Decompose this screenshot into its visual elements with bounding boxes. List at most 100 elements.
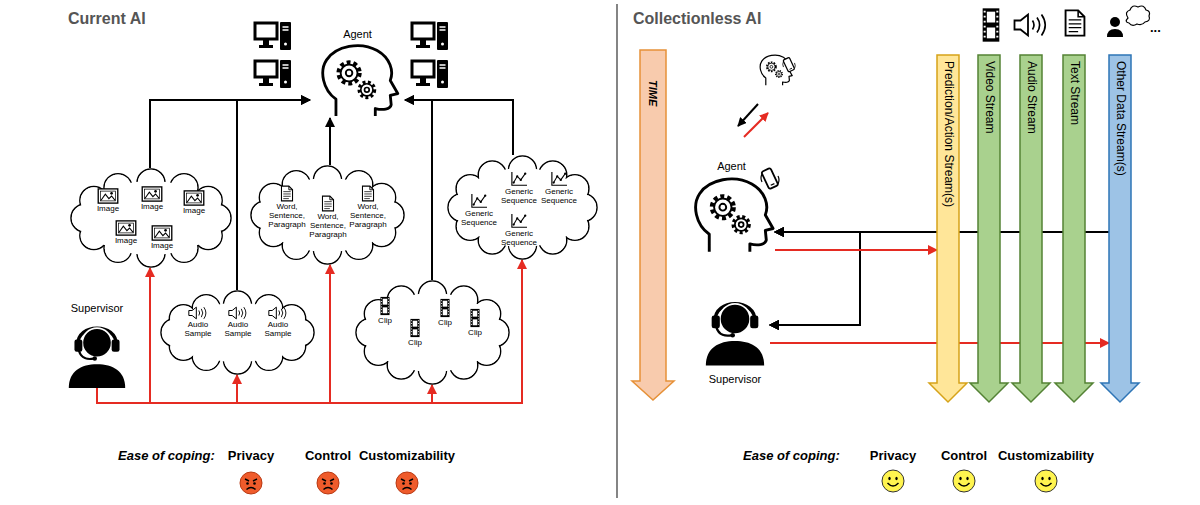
- computer-icon: [255, 60, 291, 88]
- data-sample-label: Word, Sentence, Paragraph: [306, 213, 350, 239]
- graphic-part: [83, 181, 219, 255]
- data-sample-label: Image: [132, 203, 172, 212]
- data-sample-label: Audio Sample: [218, 321, 258, 339]
- data-sample-label: Image: [88, 205, 128, 214]
- graphic-part: [368, 293, 497, 372]
- computer-icon: [412, 60, 448, 88]
- data-sample-icon: [470, 309, 479, 327]
- data-sample-icon: [116, 221, 136, 235]
- stream-arrow: Audio Stream: [1020, 55, 1042, 402]
- cloud-outline: [71, 169, 231, 267]
- stream-arrow-shape: [929, 55, 967, 402]
- video-icon: [983, 8, 1000, 41]
- supervisor-icon: [700, 290, 770, 369]
- criterion-label: Control: [305, 448, 351, 463]
- stream-arrow: Text Stream: [1063, 55, 1085, 402]
- data-sample-label: Audio Sample: [178, 321, 218, 339]
- agent-label: Agent: [343, 28, 372, 40]
- data-sample-label: Generic Sequence: [498, 188, 540, 206]
- computer-icon: [412, 22, 448, 50]
- agent-head-icon: [688, 175, 775, 255]
- stream-label: Text Stream: [1067, 61, 1080, 125]
- time-arrow: TIME: [640, 50, 666, 400]
- phone-icon: [761, 168, 779, 189]
- data-cloud: Word, Sentence, ParagraphWord, Sentence,…: [250, 165, 405, 265]
- stream-label: Video Stream: [982, 61, 995, 134]
- data-sample-icon: [410, 319, 419, 337]
- cloud-outline: [161, 291, 314, 374]
- data-cloud: Generic SequenceGeneric SequenceGeneric …: [447, 155, 598, 260]
- flow-arrow: [97, 385, 432, 403]
- cloud-fill: [449, 157, 596, 258]
- criterion-label: Privacy: [228, 448, 274, 463]
- data-cloud: ImageImageImageImageImage: [70, 168, 232, 268]
- flow-arrow: [775, 249, 937, 251]
- criterion-label: Customizability: [359, 448, 455, 463]
- data-sample-label: Clip: [430, 319, 460, 328]
- phone-icon: [783, 57, 795, 72]
- data-sample-icon: [98, 189, 118, 203]
- data-sample-label: Generic Sequence: [538, 188, 580, 206]
- agent-head: Agent: [688, 160, 775, 255]
- agent-head: Agent: [310, 28, 405, 118]
- data-sample-icon: [552, 172, 567, 185]
- smiley-face: [882, 470, 904, 492]
- more-streams-mark: ...: [1150, 20, 1161, 35]
- cloud-fill: [357, 282, 508, 383]
- agent-label: Agent: [717, 160, 746, 172]
- stream-arrow: Other Data Stream(s): [1109, 55, 1131, 402]
- cloud-outline: [70, 168, 232, 268]
- data-sample-label: Image: [106, 237, 146, 246]
- data-sample-label: Clip: [370, 317, 400, 326]
- agent-head-icon: [696, 179, 773, 252]
- data-sample-icon: [184, 191, 204, 205]
- audio-icon: [1015, 15, 1046, 36]
- smiley-face: [953, 470, 975, 492]
- cloud-fill: [162, 292, 313, 373]
- row-heading: Ease of coping:: [743, 448, 840, 463]
- supervisor-icon: [62, 318, 132, 388]
- stream-label: Audio Stream: [1024, 61, 1037, 134]
- data-cloud: ClipClipClipClip: [355, 280, 510, 385]
- cloud-fill: [72, 170, 230, 266]
- interaction-arrow: [744, 113, 768, 137]
- stream-label: Prediction/Action Stream(s): [941, 61, 954, 207]
- data-sample-icon: [472, 194, 487, 207]
- data-sample-label: Generic Sequence: [458, 210, 500, 228]
- data-sample-icon: [440, 299, 449, 317]
- criterion-label: Control: [941, 448, 987, 463]
- data-sample-label: Image: [174, 207, 214, 216]
- flow-arrow: [150, 100, 310, 168]
- data-sample-icon: [269, 307, 286, 319]
- stream-label: Other Data Stream(s): [1113, 61, 1126, 176]
- cloud-fill: [252, 167, 403, 263]
- supervisor-icon: [706, 304, 764, 366]
- flow-arrow: [97, 265, 330, 403]
- supervisor-label: Supervisor: [71, 302, 124, 314]
- supervisor-figure: Supervisor: [62, 302, 132, 388]
- stream-arrow: Video Stream: [978, 55, 1000, 402]
- flow-arrow: [405, 100, 432, 280]
- data-sample-icon: [322, 196, 333, 211]
- panel-title: Collectionless AI: [633, 10, 761, 28]
- agent-head-icon: [323, 46, 398, 116]
- data-sample-icon: [362, 186, 373, 201]
- interaction-arrow: [738, 104, 758, 126]
- graphic-part: [173, 303, 302, 362]
- stream-label: TIME: [647, 80, 659, 106]
- stream-arrow-shape: [1012, 55, 1050, 402]
- text-icon: [1066, 10, 1085, 35]
- cloud-outline: [356, 281, 509, 384]
- angry-face: [396, 472, 418, 494]
- data-sample-label: Word, Sentence, Paragraph: [265, 203, 309, 229]
- data-sample-icon: [142, 187, 162, 201]
- data-sample-label: Clip: [460, 329, 490, 338]
- cloud-outline: [251, 166, 404, 264]
- data-sample-label: Image: [142, 242, 182, 251]
- supervisor-icon: [69, 328, 125, 388]
- stream-arrow: Prediction/Action Stream(s): [937, 55, 959, 402]
- angry-face: [317, 472, 339, 494]
- data-sample-icon: [189, 307, 206, 319]
